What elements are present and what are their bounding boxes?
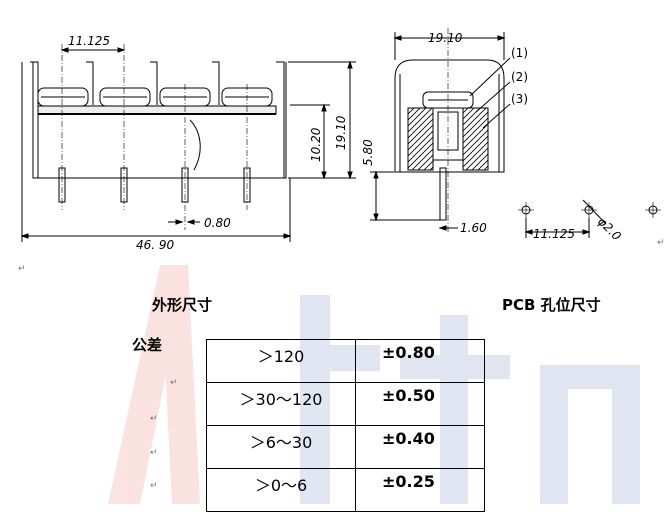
paragraph-mark: ↵ [18, 264, 26, 274]
tolerance-table: ＞120 ±0.80 ＞30～120 ±0.50 ＞6～30 ±0.40 ＞0～… [206, 339, 485, 512]
front-view [20, 44, 356, 242]
table-row: ＞120 ±0.80 [206, 339, 485, 383]
outline-heading: 外形尺寸 [152, 296, 213, 314]
dim-hole-diameter: φ2.0 [595, 214, 624, 243]
dim-pin-offset: 1.60 [460, 221, 487, 235]
value-cell: ±0.25 [355, 468, 485, 512]
pcb-hole-pattern [518, 199, 661, 238]
range-cell: ＞30～120 [206, 382, 356, 426]
dim-total-length: 46. 90 [136, 238, 175, 252]
paragraph-mark: ↵ [170, 378, 178, 388]
paragraph-mark: ↵ [150, 448, 158, 458]
technical-drawing: 11.125 46. 90 0.80 19.10 10.20 [20, 28, 661, 252]
side-view [370, 28, 511, 234]
value-cell: ±0.40 [355, 425, 485, 469]
table-row: ＞6～30 ±0.40 [206, 425, 485, 469]
tolerance-heading: 公差 [132, 336, 163, 354]
dim-top-width: 19.10 [428, 31, 463, 45]
callout-2: (2) [511, 70, 528, 84]
dim-height-body: 10.20 [309, 127, 323, 162]
dim-pin-width: 0.80 [204, 216, 231, 230]
range-cell: ＞0～6 [206, 468, 356, 512]
callout-1: (1) [511, 46, 528, 60]
table-row: ＞30～120 ±0.50 [206, 382, 485, 426]
pcb-heading: PCB 孔位尺寸 [502, 296, 601, 314]
range-cell: ＞6～30 [206, 425, 356, 469]
dim-pin-length: 5.80 [361, 139, 375, 166]
range-cell: ＞120 [206, 339, 356, 383]
paragraph-mark: ↵ [657, 238, 665, 248]
value-cell: ±0.50 [355, 382, 485, 426]
paragraph-mark: ↵ [150, 414, 158, 424]
dim-hole-pitch: 11.125 [533, 227, 575, 241]
value-cell: ±0.80 [355, 339, 485, 383]
callout-3: (3) [511, 92, 528, 106]
dim-pitch: 11.125 [68, 34, 110, 48]
dim-height-full: 19.10 [334, 115, 348, 150]
table-row: ＞0～6 ±0.25 [206, 468, 485, 512]
paragraph-mark: ↵ [150, 481, 158, 491]
